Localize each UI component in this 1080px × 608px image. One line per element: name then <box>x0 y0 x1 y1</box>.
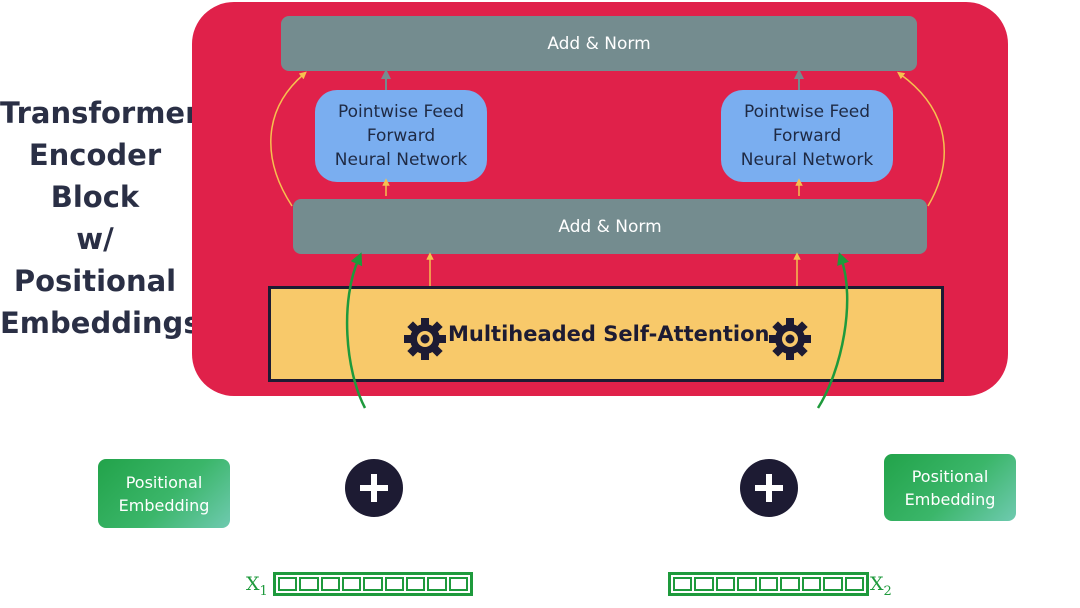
vector-cell <box>694 577 714 591</box>
pe-left-line: Positional <box>125 472 203 492</box>
vector-cell <box>448 577 468 591</box>
add-norm-middle: Add & Norm <box>293 199 927 254</box>
vector-cell <box>801 577 822 591</box>
ffn-left-line: Pointwise Feed <box>337 102 465 122</box>
vector-cell <box>384 577 404 591</box>
vector-cell <box>320 577 340 591</box>
input-label-x1: X1 <box>246 573 268 599</box>
ffn-right-line: Neural Network <box>740 150 874 170</box>
vector-cell <box>780 577 800 591</box>
vector-cell <box>715 577 736 591</box>
vector-cell <box>673 577 693 591</box>
ffn-left-line: Neural Network <box>334 150 468 170</box>
ffn-right: Pointwise Feed Forward Neural Network <box>721 90 893 182</box>
ffn-right-line: Forward <box>772 126 842 146</box>
vector-cell <box>278 577 298 591</box>
vector-cell <box>341 577 362 591</box>
input-vector-x1 <box>273 572 473 596</box>
vector-cell <box>737 577 757 591</box>
plus-icon <box>740 459 798 517</box>
positional-embedding-left: Positional Embedding <box>98 459 230 528</box>
title-line: Block <box>50 180 140 214</box>
attention-label: Multiheaded Self-Attention <box>448 322 770 346</box>
title-line: w/ <box>76 222 114 256</box>
plus-icon <box>345 459 403 517</box>
input-vector-x2 <box>668 572 869 596</box>
vector-cell <box>427 577 447 591</box>
gear-icon <box>404 318 446 360</box>
gear-icon <box>769 318 811 360</box>
pe-right-line: Embedding <box>904 489 996 509</box>
title-line: Positional <box>13 264 177 298</box>
diagram-title: Transformer Encoder Block w/ Positional … <box>0 92 201 344</box>
pe-right-line: Positional <box>911 466 989 486</box>
add-norm-top: Add & Norm <box>281 16 917 71</box>
residual-arrow-left <box>270 71 307 207</box>
title-line: Transformer <box>0 96 200 130</box>
multiheaded-attention-box <box>268 286 944 382</box>
vector-cell <box>844 577 864 591</box>
title-line: Encoder <box>28 138 162 172</box>
input-label-x2: X2 <box>870 573 892 599</box>
add-norm-middle-label: Add & Norm <box>558 216 662 237</box>
vector-cell <box>758 577 779 591</box>
add-norm-top-label: Add & Norm <box>547 33 651 54</box>
input-arrow-left <box>345 252 367 409</box>
pe-left-line: Embedding <box>118 495 210 515</box>
ffn-left: Pointwise Feed Forward Neural Network <box>315 90 487 182</box>
vector-cell <box>299 577 319 591</box>
vector-cell <box>823 577 843 591</box>
ffn-right-line: Pointwise Feed <box>743 102 871 122</box>
residual-arrow-right <box>896 71 945 207</box>
input-arrow-right <box>816 252 849 409</box>
title-line: Embeddings <box>0 306 201 340</box>
vector-cell <box>363 577 383 591</box>
positional-embedding-right: Positional Embedding <box>884 454 1016 521</box>
ffn-left-line: Forward <box>366 126 436 146</box>
vector-cell <box>405 577 426 591</box>
